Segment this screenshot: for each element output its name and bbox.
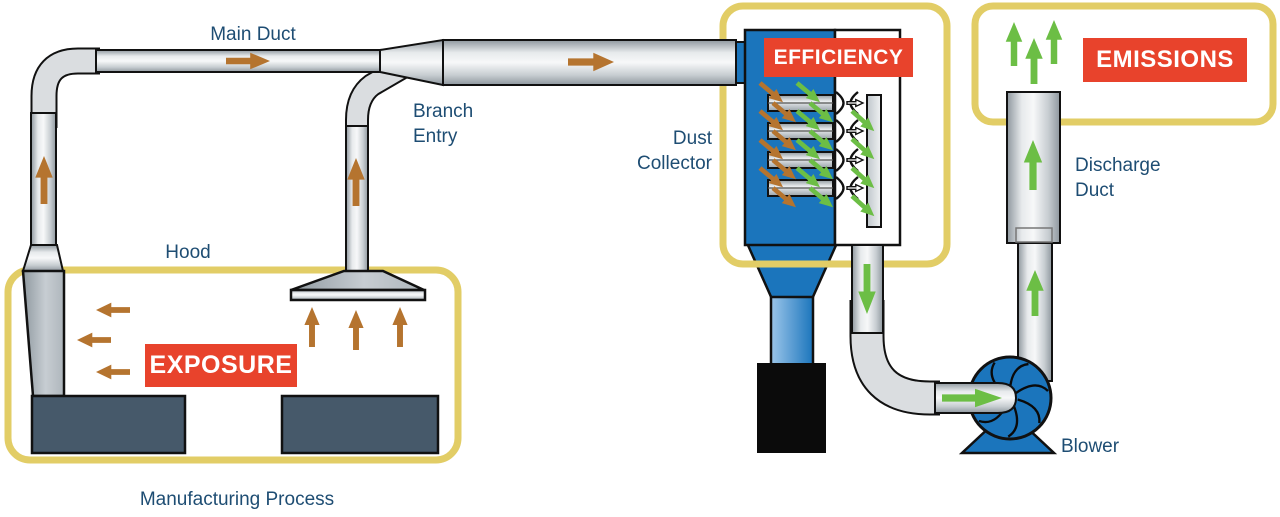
- discharge-duct-label: Discharge Duct: [1075, 153, 1161, 203]
- manufacturing-process-label: Manufacturing Process: [139, 489, 335, 510]
- emission-arrow: [1025, 38, 1043, 84]
- dust-collector-line2: Collector: [637, 153, 712, 174]
- discharge-duct-line1: Discharge: [1075, 155, 1161, 176]
- hood-label: Hood: [165, 242, 211, 263]
- branch-entry-label: Branch Entry: [413, 99, 473, 149]
- discharge-duct-line2: Duct: [1075, 180, 1115, 201]
- hood-capture-arrow: [348, 310, 364, 350]
- machine-left: [30, 394, 187, 455]
- hood-capture-arrow: [392, 307, 408, 347]
- blower-label: Blower: [1061, 436, 1120, 457]
- branch-entry-line1: Branch: [413, 101, 474, 122]
- canopy-hood: [289, 269, 427, 302]
- exposure-arrow: [96, 364, 130, 380]
- dust-collector-line1: Dust: [672, 128, 712, 149]
- exposure-zone-outline: [4, 266, 462, 464]
- machine-right: [280, 394, 440, 455]
- duct-elbows: [30, 47, 940, 416]
- dust-collector-hopper: [745, 241, 839, 453]
- enclosing-hood: [21, 244, 66, 398]
- discharge-duct-joint: [1015, 227, 1053, 243]
- efficiency-badge: EFFICIENCY: [764, 38, 913, 77]
- exposure-arrow: [77, 332, 111, 348]
- emissions-badge: EMISSIONS: [1083, 38, 1247, 82]
- branch-entry-line2: Entry: [413, 126, 458, 147]
- exposure-arrow: [96, 302, 130, 318]
- dust-drum: [757, 363, 826, 453]
- dust-collector-label: Dust Collector: [620, 126, 712, 176]
- emission-arrow: [1045, 20, 1063, 64]
- emissions-zone-outline: [971, 2, 1277, 126]
- efficiency-zone-outline: [719, 2, 951, 268]
- emission-arrow: [1005, 22, 1023, 66]
- exposure-badge: EXPOSURE: [145, 344, 297, 387]
- hood-capture-arrow: [304, 307, 320, 347]
- main-duct-label: Main Duct: [210, 24, 296, 45]
